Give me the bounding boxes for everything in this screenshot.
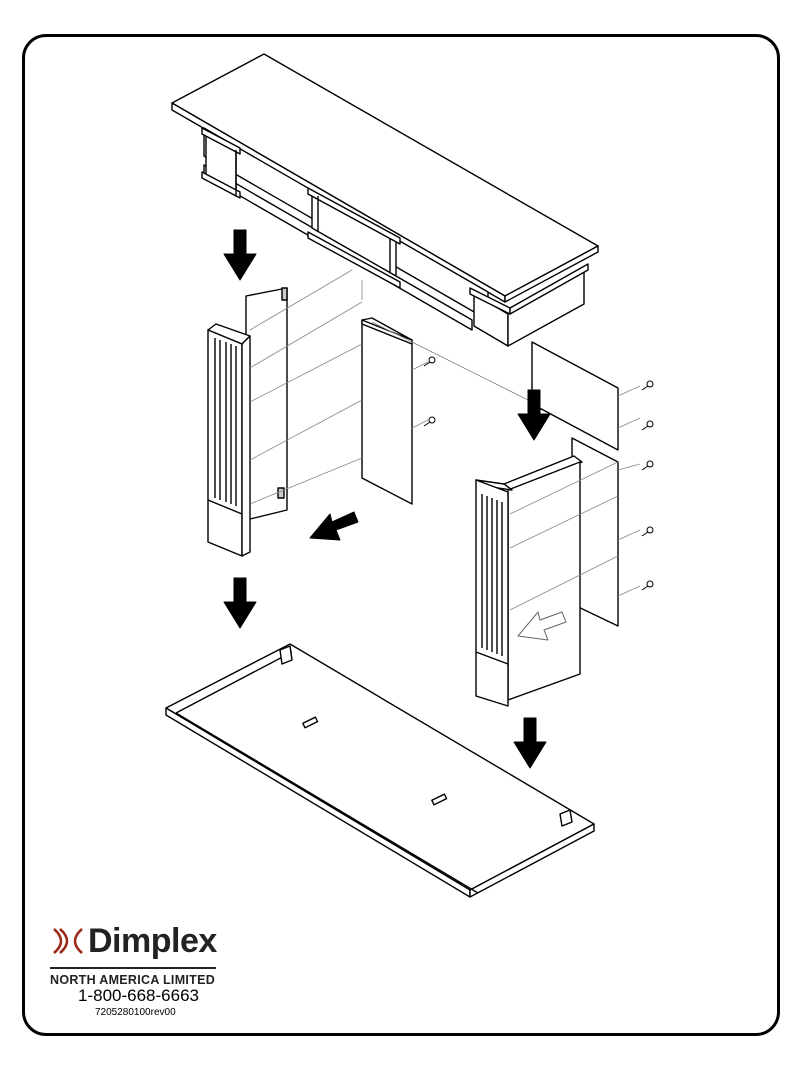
base-plate	[165, 643, 595, 898]
screw-icon	[641, 460, 654, 471]
left-side-panel	[361, 317, 413, 505]
screw-icon	[423, 416, 436, 427]
diagonal-arrow-icon	[309, 511, 359, 541]
down-arrow-icon	[513, 717, 547, 769]
document-number: 7205280100rev00	[95, 1007, 176, 1018]
down-arrow-icon	[223, 577, 257, 629]
brand-subtitle: NORTH AMERICA LIMITED	[50, 973, 216, 987]
screw-icon	[423, 356, 436, 367]
screw-icon	[641, 380, 654, 391]
screw-icon	[641, 526, 654, 537]
dimplex-logo-icon	[53, 928, 83, 954]
screws	[423, 356, 654, 591]
page-border	[22, 34, 780, 1036]
left-pillar	[207, 287, 288, 557]
brand-name: Dimplex	[88, 921, 217, 960]
screw-icon	[641, 420, 654, 431]
rear-right-panel	[531, 341, 619, 451]
guide-lines	[249, 269, 641, 611]
logo-divider	[50, 967, 216, 969]
screw-icon	[641, 580, 654, 591]
down-arrow-icon	[517, 389, 551, 441]
brand-block: Dimplex NORTH AMERICA LIMITED	[50, 917, 220, 987]
outline-arrow-icon	[517, 611, 567, 641]
phone-number: 1-800-668-6663	[78, 986, 199, 1005]
dimplex-logo: Dimplex	[50, 917, 220, 965]
down-arrow-icon	[223, 229, 257, 281]
mantel-top	[171, 53, 599, 347]
right-pillar	[475, 437, 619, 707]
